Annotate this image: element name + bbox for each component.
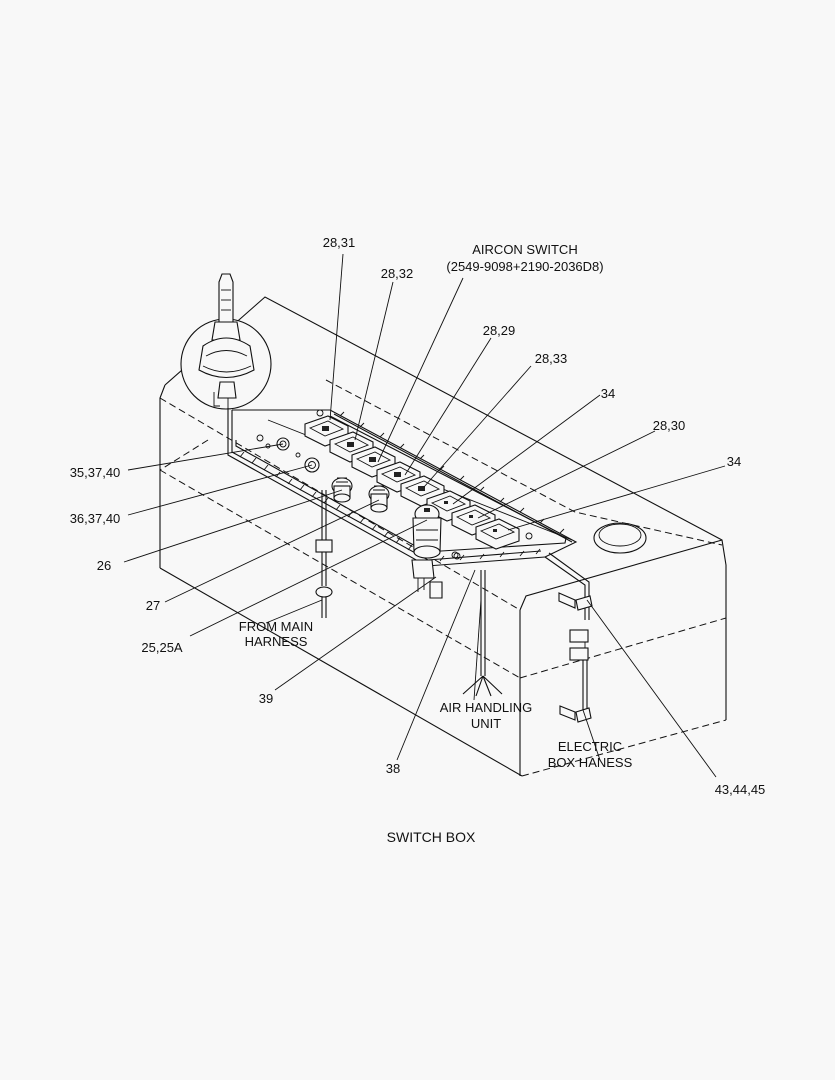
leader-25-25a: [189, 519, 428, 637]
callout-28-33: 28,33: [535, 351, 568, 366]
rotary-knob-2: [368, 485, 390, 513]
air-handling-unit-label-2: UNIT: [471, 716, 501, 731]
callout-28-32: 28,32: [381, 266, 414, 281]
air-handling-unit-label-1: AIR HANDLING: [440, 700, 532, 715]
from-main-harness-label-2: HARNESS: [245, 634, 308, 649]
electric-box-harness-label-2: BOX HANESS: [548, 755, 633, 770]
key-switch: [412, 504, 442, 559]
leader-28-31: [329, 253, 344, 421]
leader-aircon-switch: [377, 277, 464, 463]
joystick: [180, 273, 272, 410]
electric-box-harness-label-1: ELECTRIC: [558, 739, 622, 754]
leader-34-a: [452, 394, 601, 505]
leader-28-30: [477, 430, 656, 519]
from-main-harness-label-1: FROM MAIN: [239, 619, 313, 634]
leader-39: [274, 576, 437, 691]
leader-36-37-40: [127, 464, 313, 516]
callout-34-b: 34: [727, 454, 741, 469]
leader-lines: [123, 253, 726, 778]
callout-28-30: 28,30: [653, 418, 686, 433]
callout-34-a: 34: [601, 386, 615, 401]
enclosure: [159, 296, 727, 777]
rocker-switch-8: [475, 518, 520, 550]
callout-28-29: 28,29: [483, 323, 516, 338]
callout-35-37-40: 35,37,40: [70, 465, 121, 480]
diagram-title: SWITCH BOX: [387, 829, 476, 845]
aircon-switch-part-number: (2549-9098+2190-2036D8): [446, 259, 603, 274]
leader-28-32: [354, 281, 394, 441]
callout-28-31: 28,31: [323, 235, 356, 250]
leader-electric-box: [582, 709, 601, 761]
rotary-knob-1: [331, 477, 353, 503]
leader-from-main: [265, 599, 323, 624]
aircon-switch-label: AIRCON SWITCH: [472, 242, 577, 257]
callout-25-25a: 25,25A: [141, 640, 183, 655]
callout-26: 26: [97, 558, 111, 573]
callout-39: 39: [259, 691, 273, 706]
leader-26: [123, 489, 343, 563]
mounting-bolt-1: [451, 551, 459, 559]
leader-35-37-40: [127, 443, 284, 471]
callout-labels: 28,31 28,32 AIRCON SWITCH (2549-9098+219…: [70, 235, 766, 797]
leader-34-b: [507, 465, 726, 531]
callout-36-37-40: 36,37,40: [70, 511, 121, 526]
leader-38: [396, 569, 476, 761]
callout-38: 38: [386, 761, 400, 776]
callout-27: 27: [146, 598, 160, 613]
leader-28-33: [423, 365, 532, 488]
callout-43-44-45: 43,44,45: [715, 782, 766, 797]
leader-28-29: [404, 337, 492, 476]
leader-air-handling: [473, 599, 482, 701]
top-opening: [593, 522, 647, 554]
leader-43-44-45: [586, 599, 717, 778]
rocker-switches: [304, 415, 520, 550]
leader-27: [164, 499, 380, 603]
